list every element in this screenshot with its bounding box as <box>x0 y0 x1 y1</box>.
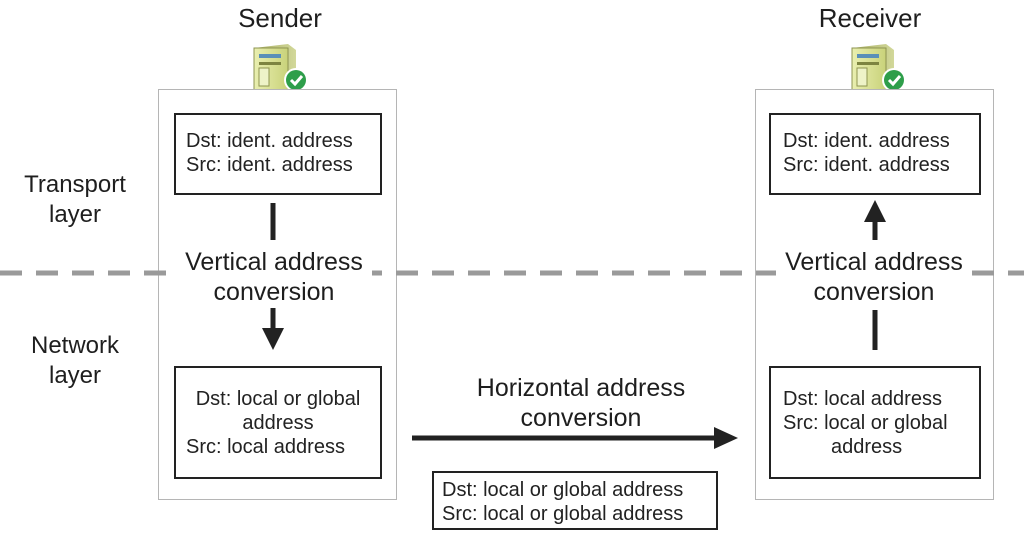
transport-layer-label: Transport layer <box>24 171 126 228</box>
receiver-network-box: Dst: local address Src: local or global … <box>769 366 981 479</box>
server-ok-icon <box>250 44 308 101</box>
sender-network-box: Dst: local or global address Src: local … <box>174 366 382 479</box>
network-layer-label: Network layer <box>30 332 120 389</box>
receiver-transport-box: Dst: ident. address Src: ident. address <box>769 113 981 195</box>
sender-vertical-conversion-label: Vertical address conversion <box>176 247 372 307</box>
sender-transport-box: Dst: ident. address Src: ident. address <box>174 113 382 195</box>
receiver-vertical-conversion-label: Vertical address conversion <box>776 247 972 307</box>
receiver-title: Receiver <box>818 3 922 33</box>
server-ok-icon <box>848 44 906 101</box>
horizontal-packet-box: Dst: local or global address Src: local … <box>432 471 718 530</box>
sender-title: Sender <box>238 3 322 33</box>
horizontal-conversion-label: Horizontal address conversion <box>476 374 686 432</box>
